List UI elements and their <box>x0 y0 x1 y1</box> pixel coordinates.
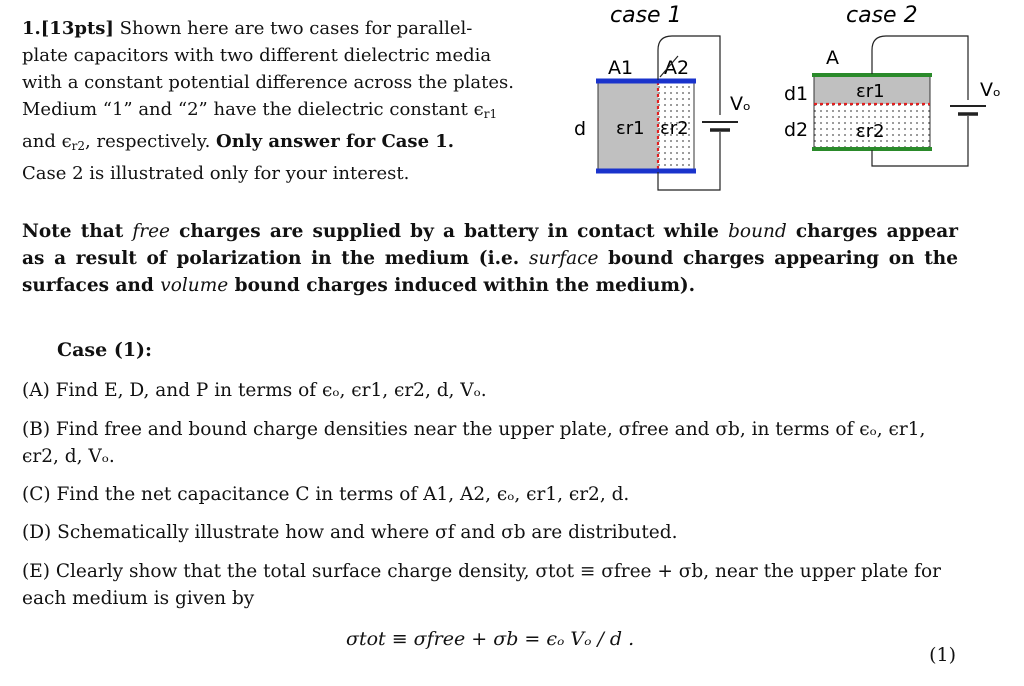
case2-title: case 2 <box>846 3 918 28</box>
intro-line: plate capacitors with two different diel… <box>22 45 492 66</box>
note-italic: bound <box>728 221 787 242</box>
label-d: d <box>574 118 586 140</box>
wire <box>871 35 969 100</box>
label-er2: εr2 <box>660 118 689 139</box>
label-d1: d1 <box>784 83 808 105</box>
wire <box>657 35 721 115</box>
label-a2: A2 <box>664 57 689 79</box>
note-italic: surface <box>528 248 599 269</box>
note-text: Note that <box>22 221 124 242</box>
note-italic: free <box>132 221 170 242</box>
problem-number: 1.[13pts] <box>22 18 114 39</box>
intro-line: and ϵ <box>22 131 72 152</box>
medium2-region <box>658 82 694 170</box>
note-text: charges are supplied by a battery in con… <box>179 221 719 242</box>
intro-paragraph: 1.[13pts] Shown here are two cases for p… <box>22 15 522 187</box>
wire <box>871 116 969 167</box>
question-a: (A) Find E, D, and P in terms of ϵₒ, ϵr1… <box>22 380 487 401</box>
wire <box>657 132 721 191</box>
label-er1: εr1 <box>616 118 645 139</box>
note-text: bound charges appearing on the <box>608 248 958 269</box>
intro-line: , respectively. <box>85 131 211 152</box>
equation-number: (1) <box>929 644 956 666</box>
capacitor-figure: case 1 A1 A2 d εr1 εr2 Vₒ case 2 A d1 d2… <box>574 3 1001 191</box>
label-er2: εr2 <box>856 121 885 142</box>
note-paragraph: Note that free charges are supplied by a… <box>22 218 958 299</box>
question-e: (E) Clearly show that the total surface … <box>22 561 941 609</box>
subscript: r2 <box>71 139 86 153</box>
intro-line: Shown here are two cases for parallel- <box>119 18 473 39</box>
label-d2: d2 <box>784 119 808 141</box>
note-text: as a result of polarization in the mediu… <box>22 248 520 269</box>
medium1-region <box>814 76 930 104</box>
note-text: charges appear <box>795 221 958 242</box>
case1-heading: Case (1): <box>57 339 153 361</box>
intro-line: with a constant potential difference acr… <box>22 72 514 93</box>
note-text: surfaces and <box>22 275 154 296</box>
subscript: r1 <box>483 107 498 121</box>
question-c: (C) Find the net capacitance C in terms … <box>22 484 630 505</box>
question-d: (D) Schematically illustrate how and whe… <box>22 522 678 543</box>
case1-title: case 1 <box>610 3 682 28</box>
a-divider-line <box>659 55 679 78</box>
label-er1: εr1 <box>856 81 885 102</box>
label-a: A <box>826 47 839 69</box>
question-b: (B) Find free and bound charge densities… <box>22 419 926 467</box>
medium1-region <box>598 82 658 170</box>
label-vo: Vₒ <box>980 79 1001 101</box>
note-text: bound charges induced within the medium)… <box>234 275 696 296</box>
intro-line: Medium “1” and “2” have the dielectric c… <box>22 99 484 120</box>
note-italic: volume <box>160 275 229 296</box>
label-a1: A1 <box>608 57 633 79</box>
only-case1-emphasis: Only answer for Case 1. <box>216 131 455 152</box>
intro-line: Case 2 is illustrated only for your inte… <box>22 163 410 184</box>
equation-1: σtot ≡ σfree + σb = ϵₒ Vₒ / d . <box>346 628 635 650</box>
label-vo: Vₒ <box>730 93 751 115</box>
medium2-region <box>814 104 930 148</box>
